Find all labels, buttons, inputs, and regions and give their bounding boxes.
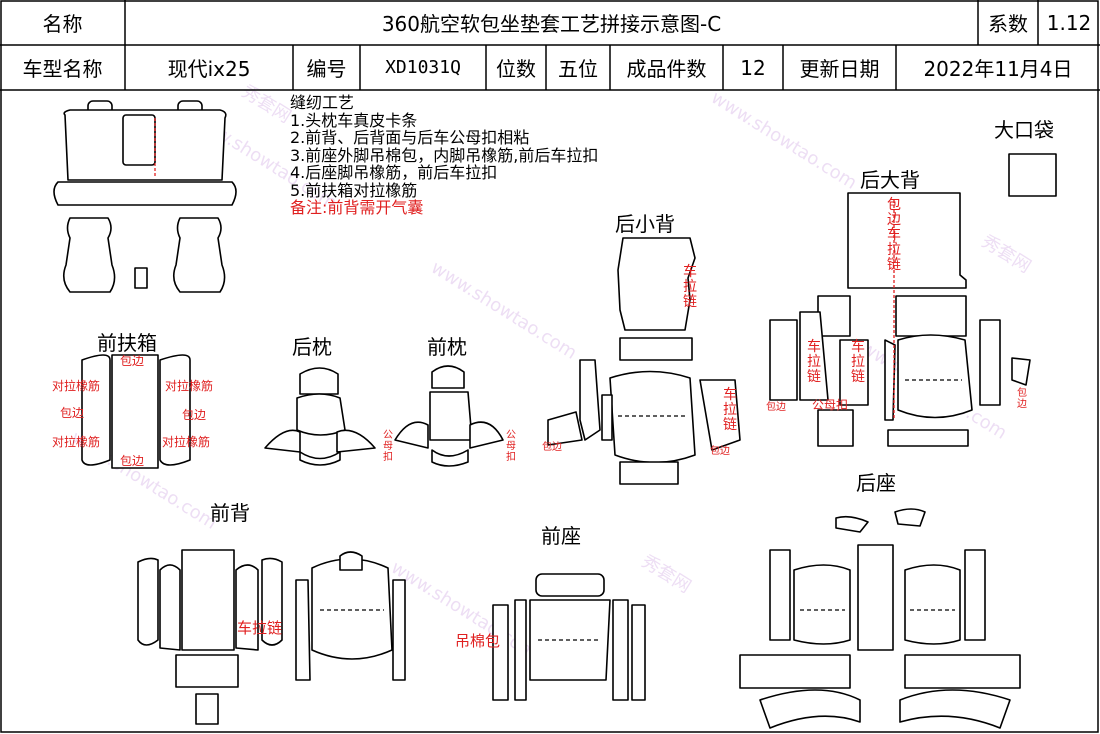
code-value: XD1031Q: [385, 57, 461, 78]
note-item: 1.头枕车真皮卡条: [290, 110, 418, 130]
section-rear-seat: 后座: [856, 471, 896, 495]
note-item: 3.前座外脚吊棉包，内脚吊橡筋,前后车拉扣: [290, 145, 599, 165]
name-label: 名称: [42, 12, 83, 36]
annotation-snap: 公母扣: [812, 398, 849, 412]
section-rear-big-back: 后大背: [860, 168, 920, 192]
rear-small-back-shape: [617, 237, 696, 331]
annotation-binding: 包边: [182, 408, 207, 422]
annotation-binding: 包边: [542, 442, 562, 453]
section-rear-small-back: 后小背: [615, 212, 675, 236]
annotation-binding: 包边: [120, 454, 145, 468]
annotation-binding: 包边: [710, 446, 730, 457]
date-value: 2022年11月4日: [923, 57, 1073, 81]
note-item: 2.前背、后背面与后车公母扣相粘: [290, 128, 530, 147]
sewing-notes: 缝纫工艺 1.头枕车真皮卡条 2.前背、后背面与后车公母扣相粘 3.前座外脚吊棉…: [290, 94, 598, 217]
big-pocket-shape: [1008, 153, 1057, 197]
pieces-label: 成品件数: [626, 57, 707, 81]
annotation-binding-zipper: 包边车拉链: [887, 197, 901, 273]
coef-label: 系数: [988, 12, 1028, 36]
notes-title: 缝纫工艺: [290, 93, 355, 112]
pieces-value: 12: [740, 55, 766, 80]
section-front-seat: 前座: [541, 524, 581, 548]
note-item: 4.后座脚吊橡筋，前后车拉扣: [290, 163, 498, 182]
annotation-zipper: 车拉链: [683, 264, 697, 310]
section-front-armrest: 前扶箱: [97, 331, 157, 355]
note-item: 5.前扶箱对拉橡筋: [290, 180, 418, 200]
model-label: 车型名称: [22, 57, 103, 81]
annotation-snap: 公母扣: [383, 430, 393, 463]
annotation-binding: 包边: [60, 406, 85, 420]
annotation-binding: 包边: [766, 402, 786, 413]
section-rear-headrest: 后枕: [292, 335, 332, 359]
section-big-pocket: 大口袋: [994, 118, 1054, 142]
section-front-back: 前背: [210, 501, 250, 525]
car-overview-icon: [53, 100, 237, 293]
annotation-binding: 包边: [1017, 388, 1027, 410]
model-value: 现代ix25: [167, 57, 251, 81]
annotation-zipper: 车拉链: [237, 619, 283, 637]
rear-big-back-shape: [847, 192, 967, 289]
annotation-elastic: 对拉橡筋: [52, 435, 101, 449]
annotation-binding: 包边: [120, 354, 145, 368]
code-label: 编号: [306, 57, 347, 81]
annotation-snap: 公母扣: [506, 430, 516, 463]
seats-value: 五位: [558, 57, 598, 81]
annotation-zipper: 车拉链: [723, 387, 737, 433]
annotation-elastic: 对拉橡筋: [52, 379, 101, 393]
annotation-elastic: 对拉橡筋: [162, 435, 211, 449]
annotation-zipper: 车拉链: [851, 339, 865, 385]
coef-value: 1.12: [1046, 10, 1092, 35]
annotation-elastic: 对拉橡筋: [165, 379, 214, 393]
note-remark: 备注:前背需开气囊: [290, 198, 424, 217]
annotation-zipper: 车拉链: [807, 339, 821, 385]
date-label: 更新日期: [799, 57, 880, 81]
section-front-headrest: 前枕: [427, 335, 467, 359]
annotation-cotton-bag: 吊棉包: [455, 632, 501, 650]
seats-label: 位数: [496, 57, 536, 81]
page-title: 360航空软包坐垫套工艺拼接示意图-C: [381, 12, 722, 36]
